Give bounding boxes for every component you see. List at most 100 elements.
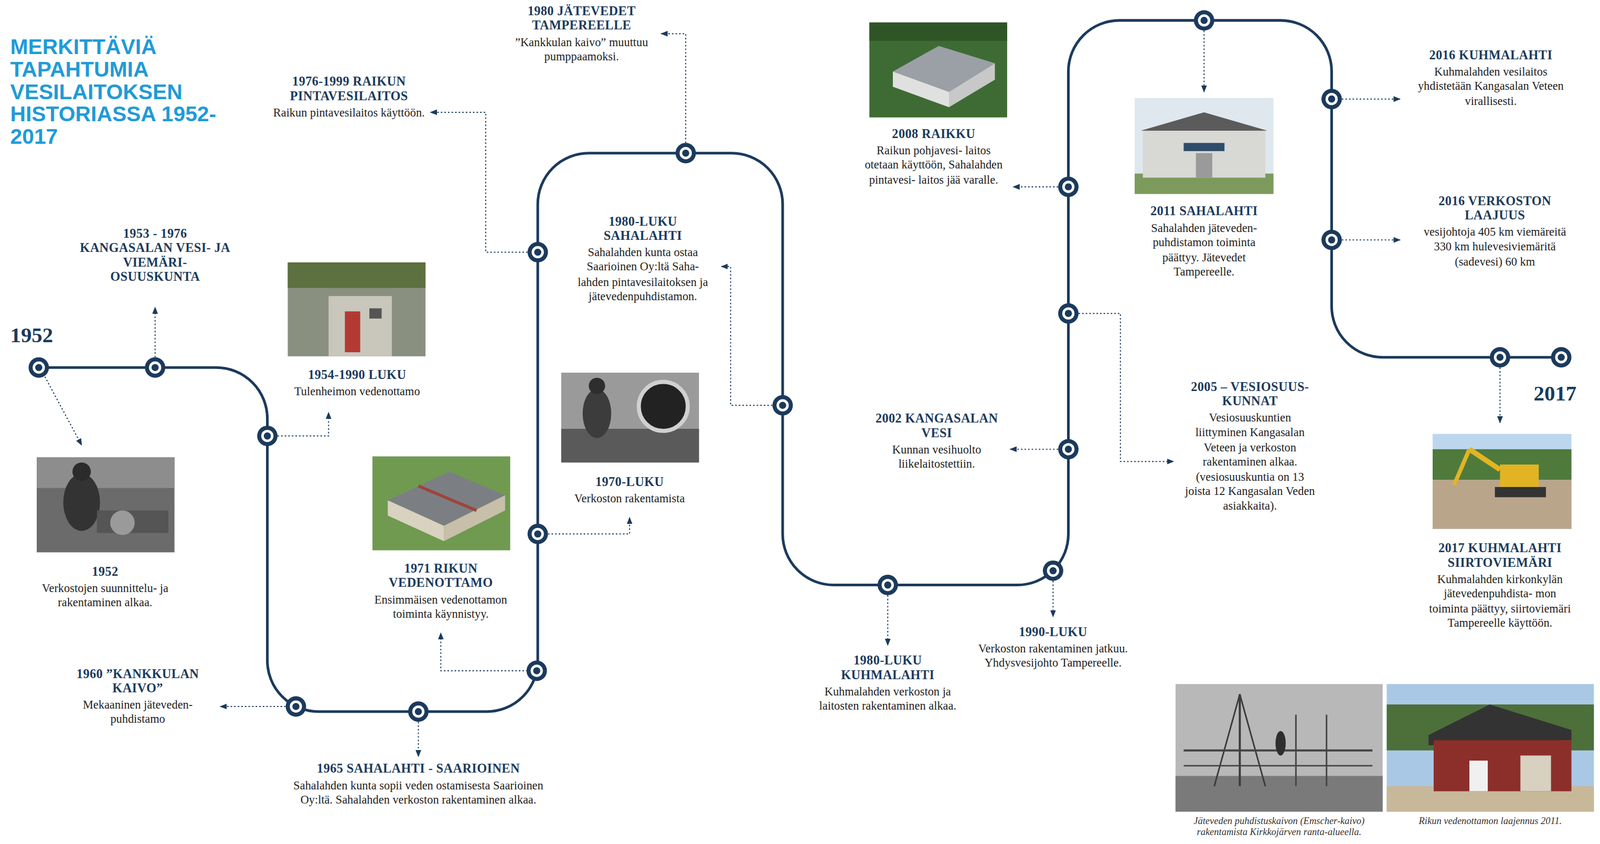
photo-tulenheimo [288,262,426,357]
event-body: Raikun pohjavesi- laitos otetaan käyttöö… [864,142,1004,187]
event-heading: 1980 JÄTEVEDET TAMPEREELLE [510,4,654,33]
timeline-dot [679,146,692,159]
timeline-dot [527,241,549,263]
photo-trench [110,510,135,536]
leader-lines [1078,313,1174,462]
timeline-dot [148,361,162,374]
event-heading: 1965 SAHALAHTI - SAARIOINEN [285,761,552,776]
photo-raikku [869,22,1008,41]
photo-pipe [561,372,700,463]
leader-lines [887,594,889,645]
event-heading: 2002 KANGASALAN VESI [870,411,1004,440]
event-heading: 1960 ”KANKKULAN KAIVO” [61,666,215,695]
photo-trench [36,456,175,552]
event-body: Raikun pintavesilaitos käyttöön. [272,104,426,120]
timeline-dot [883,581,892,589]
leader-lines [1499,367,1501,423]
photo-rikku-2011 [1428,704,1572,745]
timeline-dot [1064,183,1073,191]
photo-sahalahti [1140,112,1268,131]
event-block: 1965 SAHALAHTI - SAARIOINENSahalahden ku… [285,761,552,807]
timeline-dot [1062,306,1075,319]
photo-tulenheimo [344,311,360,352]
timeline-dot [28,357,49,378]
timeline-dot [261,429,274,442]
photo-emscher [1175,683,1383,812]
event-body: Sahalahden jäteveden- puhdistamon toimin… [1137,220,1271,280]
photo-excavator [1495,486,1546,497]
timeline-line [38,20,1562,712]
photo-emscher [1238,694,1241,786]
photo-excavator [1432,479,1572,529]
event-heading: 2011 SAHALAHTI [1137,204,1271,219]
event-body: Kunnan vesihuolto liikelaitostettiin. [870,441,1004,472]
timeline-dot [1551,346,1572,368]
event-body: Verkostojen suunnittelu- ja rakentaminen… [28,580,182,611]
event-body: Kuhmalahden kirkonkylän jätevedenpuhdist… [1423,571,1577,631]
event-block: 2005 – VESIOSUUS- KUNNATVesiosuuskuntien… [1183,379,1317,514]
event-heading: 2016 KUHMALAHTI [1414,47,1568,62]
timeline-dot [1321,88,1342,110]
event-body: Sahalahden kunta ostaa Saarioinen Oy:ltä… [571,244,714,304]
leader-lines [548,517,631,534]
year-label: 2017 [1533,380,1596,407]
year-label: 1952 [9,322,82,349]
event-block: 1980-LUKU KUHMALAHTIKuhmalahden verkosto… [811,653,965,713]
photo-emscher [1295,714,1297,786]
event-heading: 2017 KUHMALAHTI SIIRTOVIEMÄRI [1423,540,1577,570]
timeline-dot [1058,176,1079,198]
timeline-dot [1058,438,1079,460]
event-body: Sahalahden kunta sopii veden ostamisesta… [285,777,552,807]
leader-lines [440,632,528,671]
timeline-dot [1198,14,1211,27]
photo-sahalahti [1183,142,1225,152]
timeline-dot [526,660,548,681]
timeline-dot [263,432,272,440]
timeline-dot [1042,560,1064,581]
timeline-dot [772,395,793,416]
timeline-dot [1058,303,1079,324]
photo-pipe [561,372,700,463]
photo-emscher [1239,694,1266,786]
timeline-dot [531,527,544,540]
leader-lines [721,266,773,406]
photo-pipe [561,428,700,463]
event-body: Verkoston rakentamista [548,491,712,506]
photo-raikku [892,71,949,108]
event-block: 1980-LUKU SAHALAHTISahalahden kunta osta… [571,214,714,304]
timeline-dot [1062,442,1075,455]
photo-emscher [1325,714,1328,786]
event-heading: 2016 VERKOSTON LAAJUUS [1423,194,1566,223]
leader-lines [660,33,686,143]
timeline-dot [1064,309,1073,317]
timeline-dot [532,666,541,675]
event-body: Verkoston rakentaminen jatkuu. Yhdysvesi… [945,641,1160,671]
photo-tulenheimo [288,262,426,288]
timeline-dot [776,399,789,412]
photo-excavator [1499,464,1539,487]
timeline-dot [1554,350,1567,364]
photo-pipe [638,381,688,431]
photo-rikku-1971 [387,499,444,541]
event-body: Ensimmäisen vedenottamon toiminta käynni… [359,591,523,622]
event-block: 2008 RAIKKURaikun pohjavesi- laitos otet… [864,126,1004,187]
photo-rikku-2011 [1433,739,1572,791]
photo-trench [63,473,101,531]
photo-sahalahti [1143,130,1266,178]
photo-sahalahti [1134,98,1274,195]
timeline-dot [151,363,159,371]
photo-emscher [1175,683,1383,812]
event-heading: 1971 RIKUN VEDENOTTAMO [359,561,523,590]
event-block: 1953 - 1976 KANGASALAN VESI- JA VIEMÄRI-… [78,226,232,284]
timeline-dot [534,530,542,538]
timeline-dot [1325,233,1338,246]
event-body: Tulenheimon vedenottamo [275,383,439,399]
leader-lines [220,705,286,707]
timeline-dot [1325,92,1338,105]
leader-lines [1341,239,1401,241]
timeline-dot [292,702,300,710]
timeline-dot [1328,236,1336,244]
photo-sahalahti [1196,153,1213,178]
